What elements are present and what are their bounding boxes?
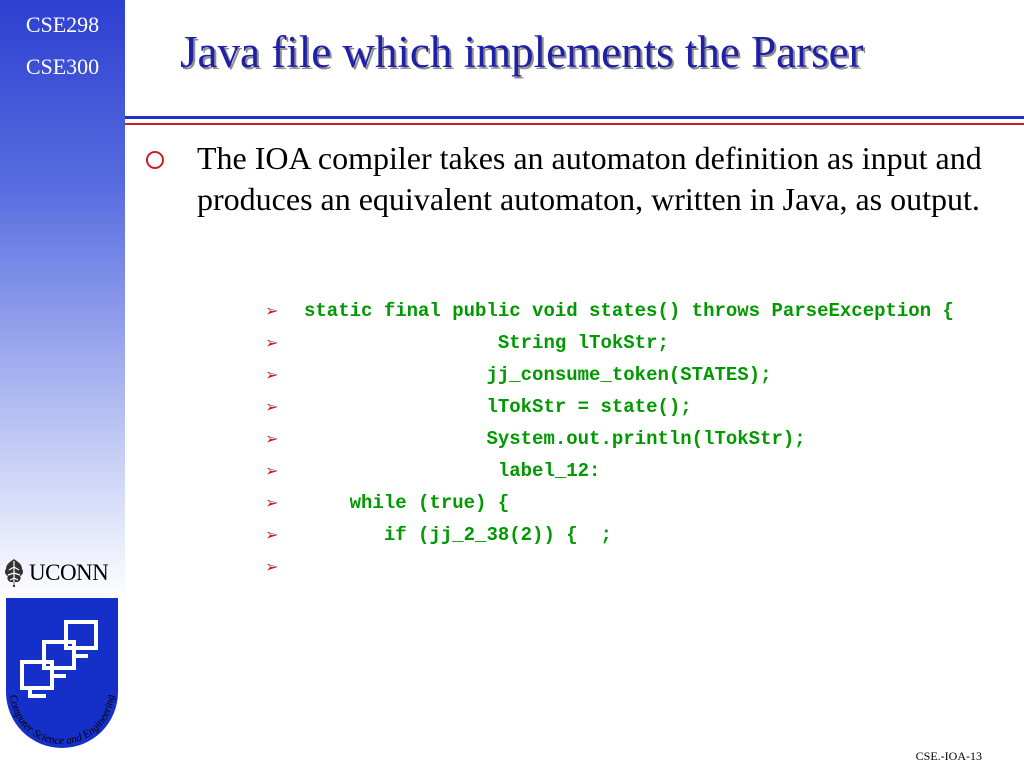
code-line: ➢ while (true) { (265, 489, 965, 521)
arrow-bullet-icon: ➢ (265, 429, 279, 448)
arrow-bullet-icon: ➢ (265, 525, 279, 544)
arrow-bullet-icon: ➢ (265, 557, 279, 576)
cse-department-logo: Computer Science and Engineering (0, 596, 122, 766)
code-line: ➢ String lTokStr; (265, 329, 965, 361)
ring-bullet-icon (140, 145, 170, 175)
code-line: ➢ if (jj_2_38(2)) { ; (265, 521, 965, 553)
main-bullet-text: The IOA compiler takes an automaton defi… (197, 140, 982, 217)
uconn-label: UCONN (29, 560, 109, 585)
arrow-bullet-icon: ➢ (265, 493, 279, 512)
slide-footer: CSE.-IOA-13 (915, 749, 982, 763)
arrow-bullet-icon: ➢ (265, 461, 279, 480)
slide-title: Java file which implements the Parser (180, 27, 864, 77)
arrow-bullet-icon: ➢ (265, 397, 279, 416)
code-line: ➢ (265, 553, 965, 585)
arrow-bullet-icon: ➢ (265, 301, 279, 320)
code-line: ➢ lTokStr = state(); (265, 393, 965, 425)
code-line: ➢static final public void states() throw… (265, 297, 965, 329)
course-code-cse300: CSE300 (25, 54, 100, 79)
code-line: ➢ label_12: (265, 457, 965, 489)
sidebar: CSE298 CSE300 UCONN Computer Science and… (0, 0, 125, 768)
arrow-bullet-icon: ➢ (265, 365, 279, 384)
oak-leaf-icon (4, 559, 24, 587)
title-rule-red (125, 123, 1024, 125)
computer-monitors-icon (20, 620, 98, 698)
arrow-bullet-icon: ➢ (265, 333, 279, 352)
uconn-logo: UCONN (2, 556, 124, 590)
title-rule-blue (125, 116, 1024, 119)
code-line: ➢ System.out.println(lTokStr); (265, 425, 965, 457)
course-code-cse298: CSE298 (25, 12, 100, 37)
code-line: ➢ jj_consume_token(STATES); (265, 361, 965, 393)
code-list: ➢static final public void states() throw… (265, 297, 965, 585)
